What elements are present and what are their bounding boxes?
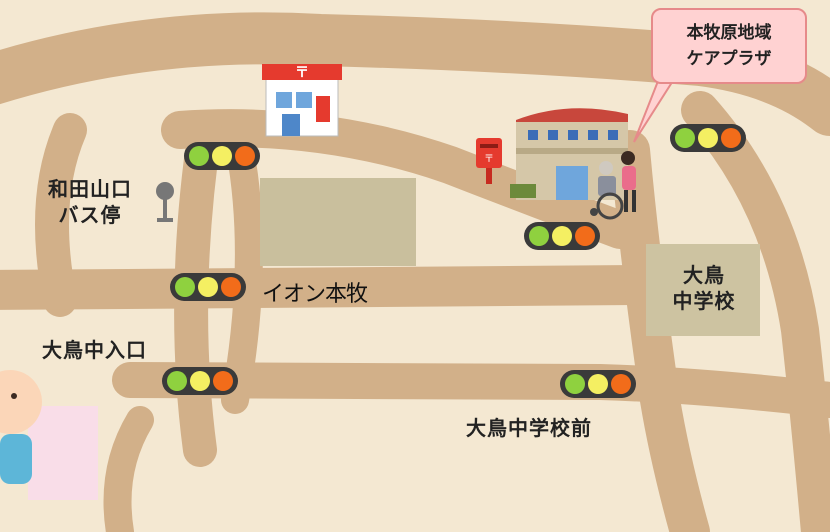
signal-yellow-lamp <box>698 128 718 148</box>
signal-red-lamp <box>611 374 631 394</box>
road-bottom-left <box>103 406 154 532</box>
middle-school-block <box>646 244 760 336</box>
road-center-vertical <box>221 136 263 414</box>
traffic-signal-icon <box>162 367 238 395</box>
signal-green-lamp <box>167 371 187 391</box>
bus-stop-sign-icon <box>156 182 174 222</box>
svg-text:〒: 〒 <box>484 154 494 165</box>
road-middle-horizontal <box>0 265 660 310</box>
callout-line-2: ケアプラザ <box>686 49 772 69</box>
baby-character-icon <box>0 370 98 500</box>
road-right-vertical <box>610 130 710 532</box>
traffic-signal-icon <box>560 370 636 398</box>
traffic-signal-icon <box>170 273 246 301</box>
signal-red-lamp <box>721 128 741 148</box>
signal-yellow-lamp <box>212 146 232 166</box>
road-far-right <box>681 91 830 532</box>
intersection-school-front-label: 大鳥中学校前 <box>466 416 592 440</box>
bus-stop-label: 和田山口 バス停 <box>48 177 132 227</box>
road-upper-horizontal <box>161 109 639 249</box>
signal-green-lamp <box>675 128 695 148</box>
signal-red-lamp <box>213 371 233 391</box>
signal-yellow-lamp <box>198 277 218 297</box>
traffic-signal-icon <box>670 124 746 152</box>
wheelchair-caregiver-icon <box>590 151 636 220</box>
traffic-signal-icon <box>524 222 600 250</box>
signal-red-lamp <box>221 277 241 297</box>
signal-green-lamp <box>565 374 585 394</box>
signal-yellow-lamp <box>190 371 210 391</box>
svg-text:〒: 〒 <box>295 65 309 81</box>
care-plaza-callout: 本牧原地域 ケアプラザ <box>651 8 807 84</box>
signal-green-lamp <box>189 146 209 166</box>
traffic-signal-icon <box>184 142 260 170</box>
callout-pointer <box>633 76 678 143</box>
aeon-building-block <box>260 178 416 266</box>
signal-green-lamp <box>175 277 195 297</box>
signal-red-lamp <box>235 146 255 166</box>
signal-yellow-lamp <box>552 226 572 246</box>
callout-line-1: 本牧原地域 <box>686 23 772 43</box>
post-office-icon: 〒 <box>262 64 342 137</box>
signal-red-lamp <box>575 226 595 246</box>
aeon-label: イオン本牧 <box>262 282 368 307</box>
signal-green-lamp <box>529 226 549 246</box>
middle-school-label: 大鳥 中学校 <box>672 263 736 313</box>
mailbox-icon: 〒 <box>476 138 502 184</box>
intersection-naka-iriguchi-label: 大鳥中入口 <box>42 338 147 362</box>
signal-yellow-lamp <box>588 374 608 394</box>
